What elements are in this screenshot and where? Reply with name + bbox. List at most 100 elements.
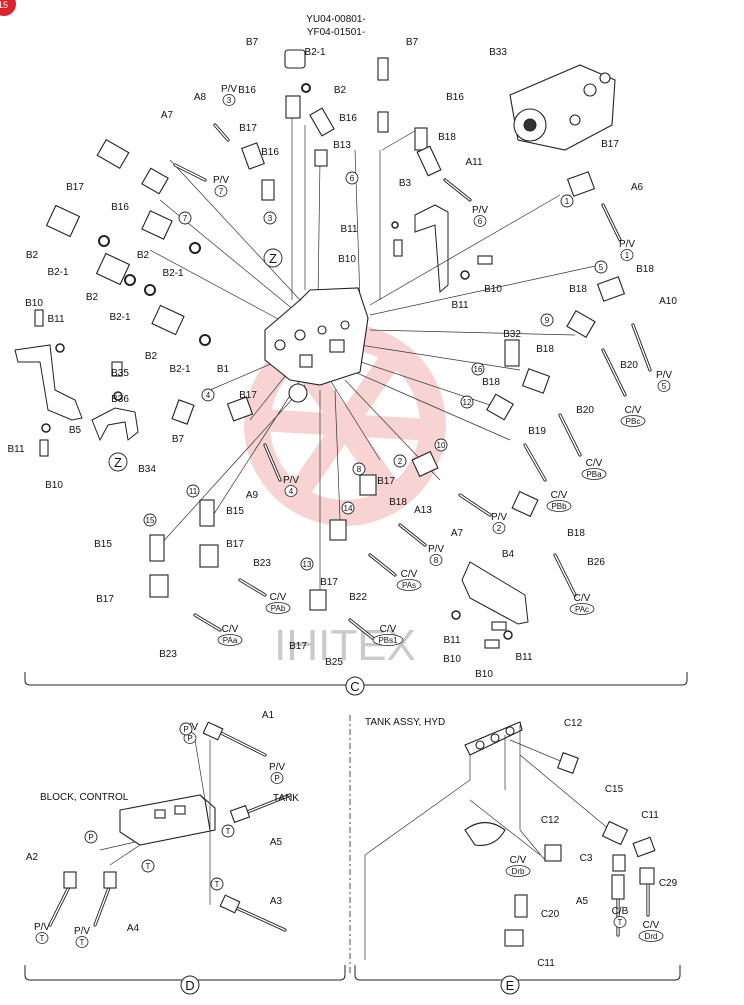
route-marker-number: 15 bbox=[146, 516, 155, 525]
fittings-upper bbox=[45, 49, 626, 611]
part-callout-a8: A8 bbox=[194, 92, 207, 103]
route-marker-number: 16 bbox=[474, 365, 483, 374]
route-marker-number: 5 bbox=[599, 263, 604, 272]
control-block bbox=[119, 794, 216, 846]
route-marker: T bbox=[210, 877, 224, 891]
route-marker: 6 bbox=[345, 171, 359, 185]
part-callout-b10: B10 bbox=[443, 654, 461, 665]
part-callout-b2-1: B2-1 bbox=[162, 268, 184, 279]
part-callout-b23: B23 bbox=[159, 649, 177, 660]
route-marker: T bbox=[141, 859, 155, 873]
part-callout-b32: B32 bbox=[503, 329, 521, 340]
route-marker: 4 bbox=[201, 388, 215, 402]
part-callout-b10: B10 bbox=[484, 284, 502, 295]
port-label: P/V8 bbox=[428, 544, 444, 566]
route-marker: 15 bbox=[143, 513, 157, 527]
part-callout-b16: B16 bbox=[111, 202, 129, 213]
part-callout-c12: C12 bbox=[564, 718, 583, 729]
route-marker-number: 13 bbox=[303, 560, 312, 569]
route-marker: T bbox=[221, 824, 235, 838]
part-callout-b35: B35 bbox=[111, 368, 129, 379]
port-label-top: P/V bbox=[34, 922, 50, 933]
port-label-code: PAb bbox=[271, 604, 286, 613]
route-marker-number: 9 bbox=[545, 316, 550, 325]
port-label: P/VT bbox=[74, 926, 90, 948]
part-callout-b17: B17 bbox=[66, 182, 84, 193]
part-callout-b2-1: B2-1 bbox=[47, 267, 69, 278]
port-label-code: 8 bbox=[434, 556, 439, 565]
port-label: P/VP bbox=[269, 762, 285, 784]
part-callout-b17: B17 bbox=[289, 641, 307, 652]
port-label-top: P/V bbox=[213, 175, 229, 186]
port-label: P/V2 bbox=[491, 512, 507, 534]
route-marker-number: 4 bbox=[206, 391, 211, 400]
part-callout-b20: B20 bbox=[620, 360, 638, 371]
part-callout-c15: C15 bbox=[605, 784, 624, 795]
section-c-drawing bbox=[14, 49, 688, 691]
part-callout-a6: A6 bbox=[631, 182, 644, 193]
port-label-code: PBs1 bbox=[378, 636, 398, 645]
page-badge: 15 bbox=[0, 0, 16, 16]
port-label-code: Drb bbox=[512, 867, 525, 876]
part-callout-b17: B17 bbox=[601, 139, 619, 150]
port-label: P/V6 bbox=[472, 205, 488, 227]
part-callout-b5: B5 bbox=[69, 425, 82, 436]
bolts bbox=[34, 239, 507, 649]
port-label-top: P/V bbox=[472, 205, 488, 216]
part-callout-c11: C11 bbox=[537, 958, 555, 969]
route-marker: 9 bbox=[540, 313, 554, 327]
port-label-code: PAc bbox=[575, 605, 589, 614]
part-callout-b18: B18 bbox=[567, 528, 585, 539]
part-callout-a5: A5 bbox=[576, 896, 589, 907]
port-label-code: 4 bbox=[289, 487, 294, 496]
part-callout-b4: B4 bbox=[502, 549, 515, 560]
route-marker: 3 bbox=[263, 211, 277, 225]
port-label-top: C/V bbox=[380, 624, 397, 635]
part-callout-b2: B2 bbox=[334, 85, 347, 96]
port-label-top: C/B bbox=[612, 906, 629, 917]
route-marker-number: T bbox=[226, 827, 231, 836]
route-marker: 8 bbox=[352, 462, 366, 476]
part-callout-b16: B16 bbox=[261, 147, 279, 158]
subtitle-block-control: BLOCK, CONTROL bbox=[40, 792, 129, 803]
hoses bbox=[173, 123, 652, 642]
route-marker-number: P bbox=[88, 833, 93, 842]
route-marker-number: 7 bbox=[183, 214, 188, 223]
port-label-top: P/V bbox=[491, 512, 507, 523]
port-label-top: P/V bbox=[74, 926, 90, 937]
port-label-top: C/V bbox=[625, 405, 642, 416]
port-label-top: C/V bbox=[401, 569, 418, 580]
part-callout-c3: C3 bbox=[580, 853, 593, 864]
route-marker-number: T bbox=[215, 880, 220, 889]
port-label-code: T bbox=[80, 938, 85, 947]
route-marker-number: T bbox=[146, 862, 151, 871]
part-callout-a11: A11 bbox=[465, 157, 482, 168]
part-callout-a3: A3 bbox=[270, 896, 283, 907]
section-d-drawing bbox=[24, 721, 346, 986]
part-callout-b7: B7 bbox=[406, 37, 419, 48]
part-callout-b3: B3 bbox=[399, 178, 412, 189]
part-callout-c12: C12 bbox=[541, 815, 560, 826]
route-marker: 1 bbox=[560, 194, 574, 208]
part-callout-b26: B26 bbox=[587, 557, 605, 568]
part-callout-a13: A13 bbox=[414, 505, 432, 516]
part-callout-b18: B18 bbox=[389, 497, 407, 508]
route-marker: Z bbox=[263, 248, 283, 268]
part-callout-b17: B17 bbox=[320, 577, 338, 588]
part-callout-b20: B20 bbox=[576, 405, 594, 416]
part-callout-b23: B23 bbox=[253, 558, 271, 569]
part-callout-a2: A2 bbox=[26, 852, 39, 863]
part-callout-b18: B18 bbox=[482, 377, 500, 388]
part-callout-b17: B17 bbox=[377, 476, 395, 487]
port-label-code: P bbox=[187, 734, 192, 743]
port-label-top: P/V bbox=[283, 475, 299, 486]
route-marker-number: 2 bbox=[398, 457, 403, 466]
part-callout-b11: B11 bbox=[515, 652, 532, 663]
port-label: P/V4 bbox=[283, 475, 299, 497]
port-label-top: P/V bbox=[619, 239, 635, 250]
port-label-code: PAa bbox=[223, 636, 238, 645]
